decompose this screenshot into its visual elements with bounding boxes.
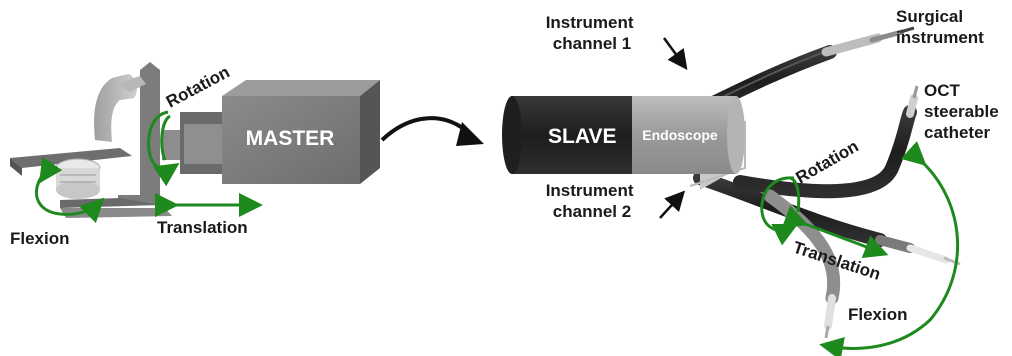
- oct-label-line3: catheter: [924, 123, 991, 142]
- oct-label-line1: OCT: [924, 81, 961, 100]
- master-box: MASTER: [222, 80, 380, 184]
- master-translation-label: Translation: [157, 218, 248, 237]
- surgical-instrument-label: Surgical instrument: [896, 7, 984, 47]
- slave-flexion-arrow: [819, 141, 960, 356]
- channel2-label-line1: Instrument: [546, 181, 634, 200]
- channel1-label: Instrument channel 1: [546, 13, 639, 53]
- slave-body: SLAVE: [502, 96, 634, 174]
- oct-catheter-label: OCT steerable catheter: [924, 81, 1003, 142]
- channel2-label: Instrument channel 2: [546, 181, 639, 221]
- channel1-label-line2: channel 1: [553, 34, 631, 53]
- master-to-slave-arrow: [380, 116, 484, 146]
- surgical-label-line1: Surgical: [896, 7, 963, 26]
- surgical-label-line2: instrument: [896, 28, 984, 47]
- slave-rotation-label: Rotation: [793, 137, 862, 188]
- oct-catheter: [733, 85, 919, 199]
- slave-label: SLAVE: [548, 125, 616, 148]
- master-flexion-label: Flexion: [10, 229, 70, 248]
- channel1-pointer: [662, 37, 688, 71]
- master-label: MASTER: [246, 127, 335, 150]
- master-rotation-arrow: [147, 110, 180, 187]
- channel2-pointer: [659, 190, 686, 219]
- endoscope-label: Endoscope: [642, 127, 718, 143]
- endoscope-body: Endoscope: [632, 96, 745, 174]
- channel1-label-line1: Instrument: [546, 13, 634, 32]
- slave-flexion-label: Flexion: [848, 305, 908, 324]
- oct-label-line2: steerable: [924, 102, 999, 121]
- channel2-label-line2: channel 2: [553, 202, 631, 221]
- master-flexion-arrow: [35, 156, 105, 224]
